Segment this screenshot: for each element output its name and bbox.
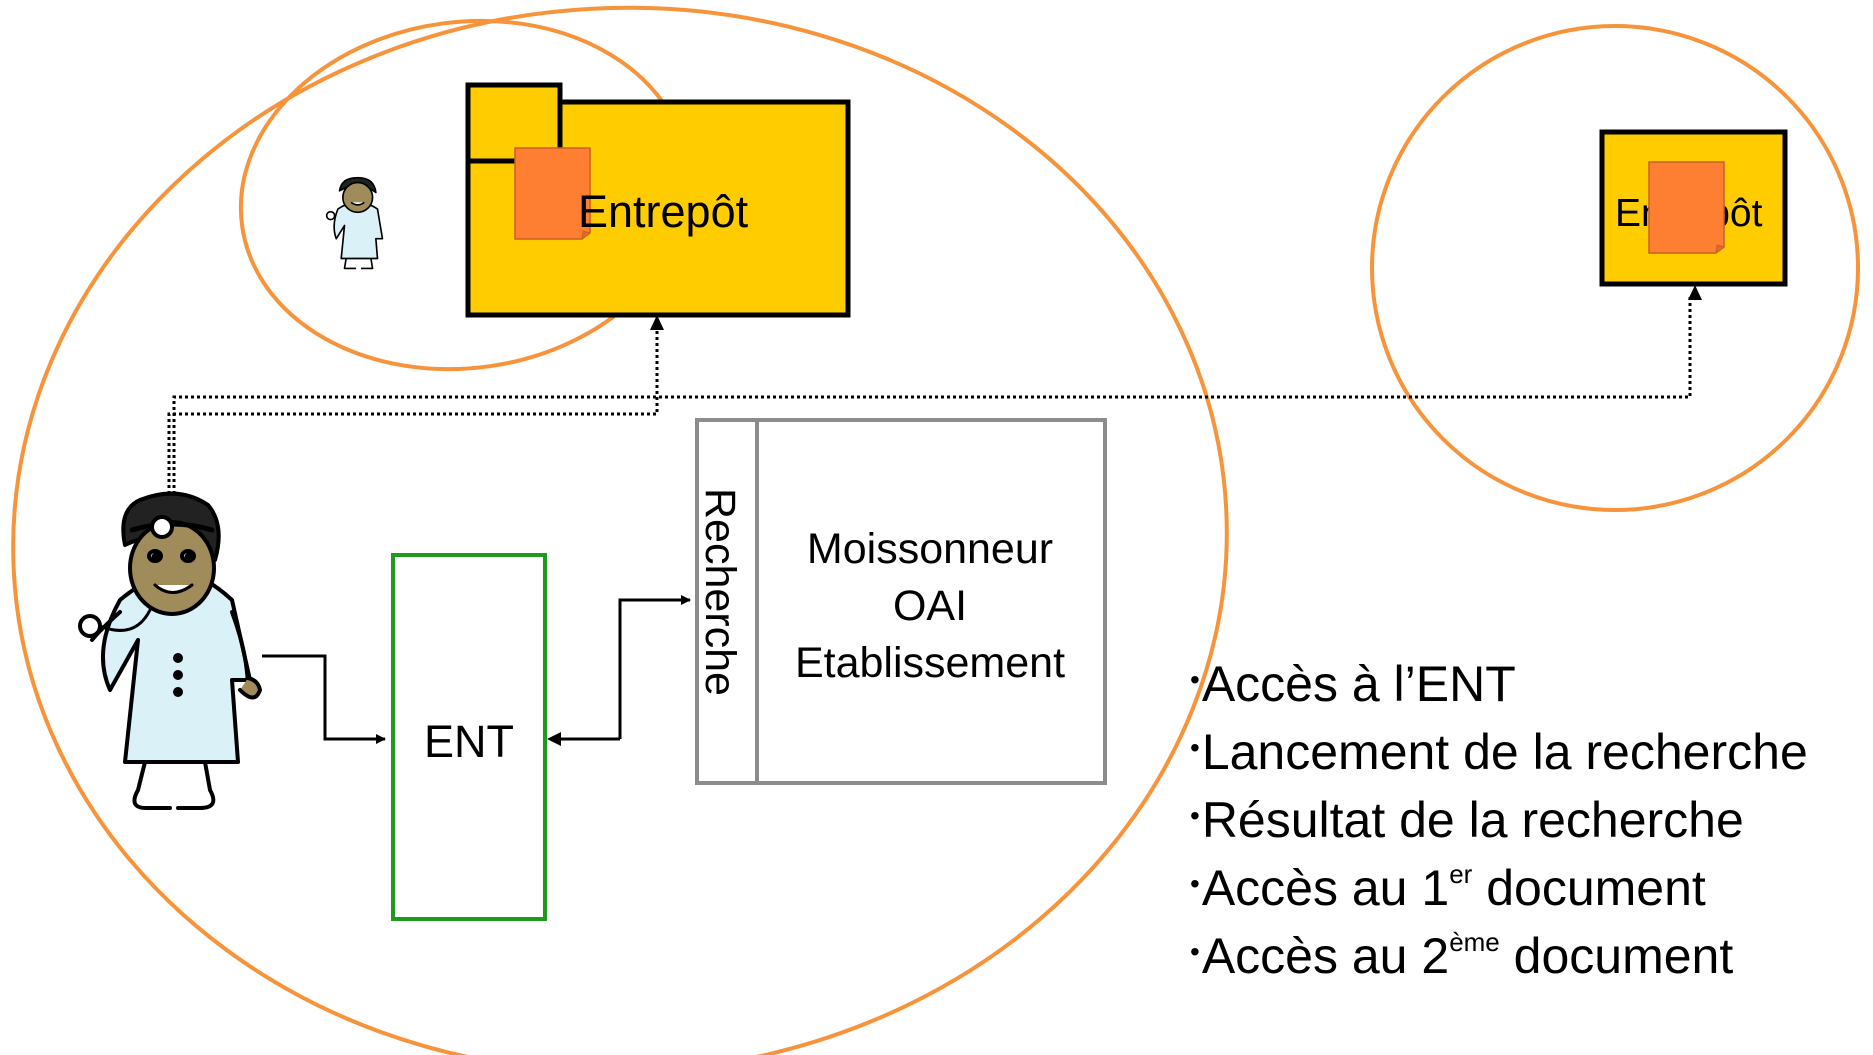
local-repository-label: Entrepôt <box>578 186 749 237</box>
step-text: Accès au 2 <box>1201 928 1450 984</box>
oai-harvester-box: Recherche Moissonneur OAI Etablissement <box>695 418 1107 785</box>
steps-list: •Accès à l’ENT•Lancement de la recherche… <box>1190 648 1808 988</box>
bullet-glyph: • <box>1190 936 1200 967</box>
step-text: Lancement de la recherche <box>1201 724 1808 780</box>
document-icon <box>1648 161 1725 254</box>
harvester-line-1: Moissonneur <box>807 525 1053 573</box>
remote-repository-ring <box>1370 24 1860 512</box>
step-text: document <box>1499 928 1734 984</box>
bullet-glyph: • <box>1190 732 1200 763</box>
step-text: Accès au 1 <box>1201 860 1450 916</box>
step-text: Accès à l’ENT <box>1201 656 1516 712</box>
arrowhead-local-repository <box>650 315 664 330</box>
step-item: •Accès au 2ème document <box>1190 920 1808 988</box>
harvester-line-3: Etablissement <box>795 639 1065 687</box>
repository-access-connector <box>167 295 1692 512</box>
document-icon <box>514 147 591 240</box>
bullet-glyph: • <box>1190 800 1200 831</box>
step-text: document <box>1472 860 1706 916</box>
harvester-line-2: OAI <box>893 582 967 630</box>
arrowhead-remote-repository <box>1688 285 1702 300</box>
ent-harvester-connector <box>556 595 691 741</box>
bullet-glyph: • <box>1190 664 1200 695</box>
small-doctor-icon <box>325 176 384 270</box>
user-to-ent-connector <box>262 654 386 744</box>
bullet-glyph: • <box>1190 868 1200 899</box>
arrowhead-ent <box>547 732 561 746</box>
local-repository: Entrepôt <box>465 82 851 318</box>
remote-repository: Entrepôt <box>1599 129 1788 287</box>
establishment-domain-ring <box>11 5 1229 1055</box>
search-tab-label: Recherche <box>696 488 744 696</box>
step-ordinal-suffix: ème <box>1449 927 1500 957</box>
step-item: •Accès au 1er document <box>1190 852 1808 920</box>
step-item: •Accès à l’ENT <box>1190 648 1808 716</box>
ent-label: ENT <box>424 716 514 767</box>
ent-box: ENT <box>391 553 547 921</box>
doctor-with-stethoscope-icon <box>78 491 262 810</box>
step-item: •Résultat de la recherche <box>1190 784 1808 852</box>
step-ordinal-suffix: er <box>1449 859 1473 889</box>
step-text: Résultat de la recherche <box>1201 792 1744 848</box>
step-item: •Lancement de la recherche <box>1190 716 1808 784</box>
